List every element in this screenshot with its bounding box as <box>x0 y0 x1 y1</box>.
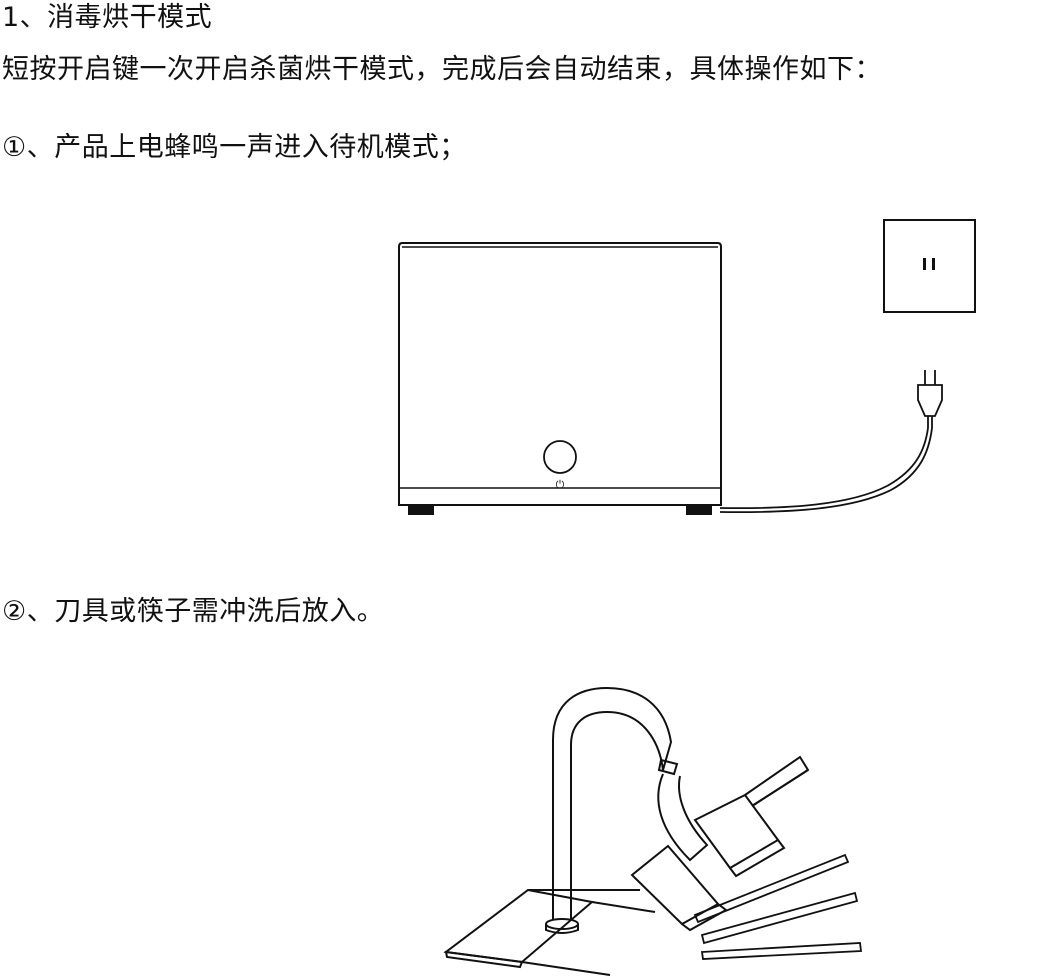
power-button <box>543 440 577 474</box>
device-illustration: ⏻ <box>398 219 976 515</box>
plug-icon <box>917 370 943 428</box>
power-cord <box>719 427 929 510</box>
power-icon: ⏻ <box>556 478 565 491</box>
step-1-text: ①、产品上电蜂鸣一声进入待机模式； <box>2 132 467 163</box>
knife-icon <box>693 755 810 878</box>
chopsticks-icon <box>693 853 863 960</box>
wall-socket-icon <box>883 219 976 313</box>
step-2-text: ②、刀具或筷子需冲洗后放入。 <box>2 596 385 627</box>
sink-icon <box>443 888 656 976</box>
faucet-icon <box>545 686 728 934</box>
sterilizer-device <box>398 242 722 515</box>
section-heading: 1、消毒烘干模式 <box>2 2 213 33</box>
intro-text: 短按开启键一次开启杀菌烘干模式，完成后会自动结束，具体操作如下： <box>2 54 882 85</box>
